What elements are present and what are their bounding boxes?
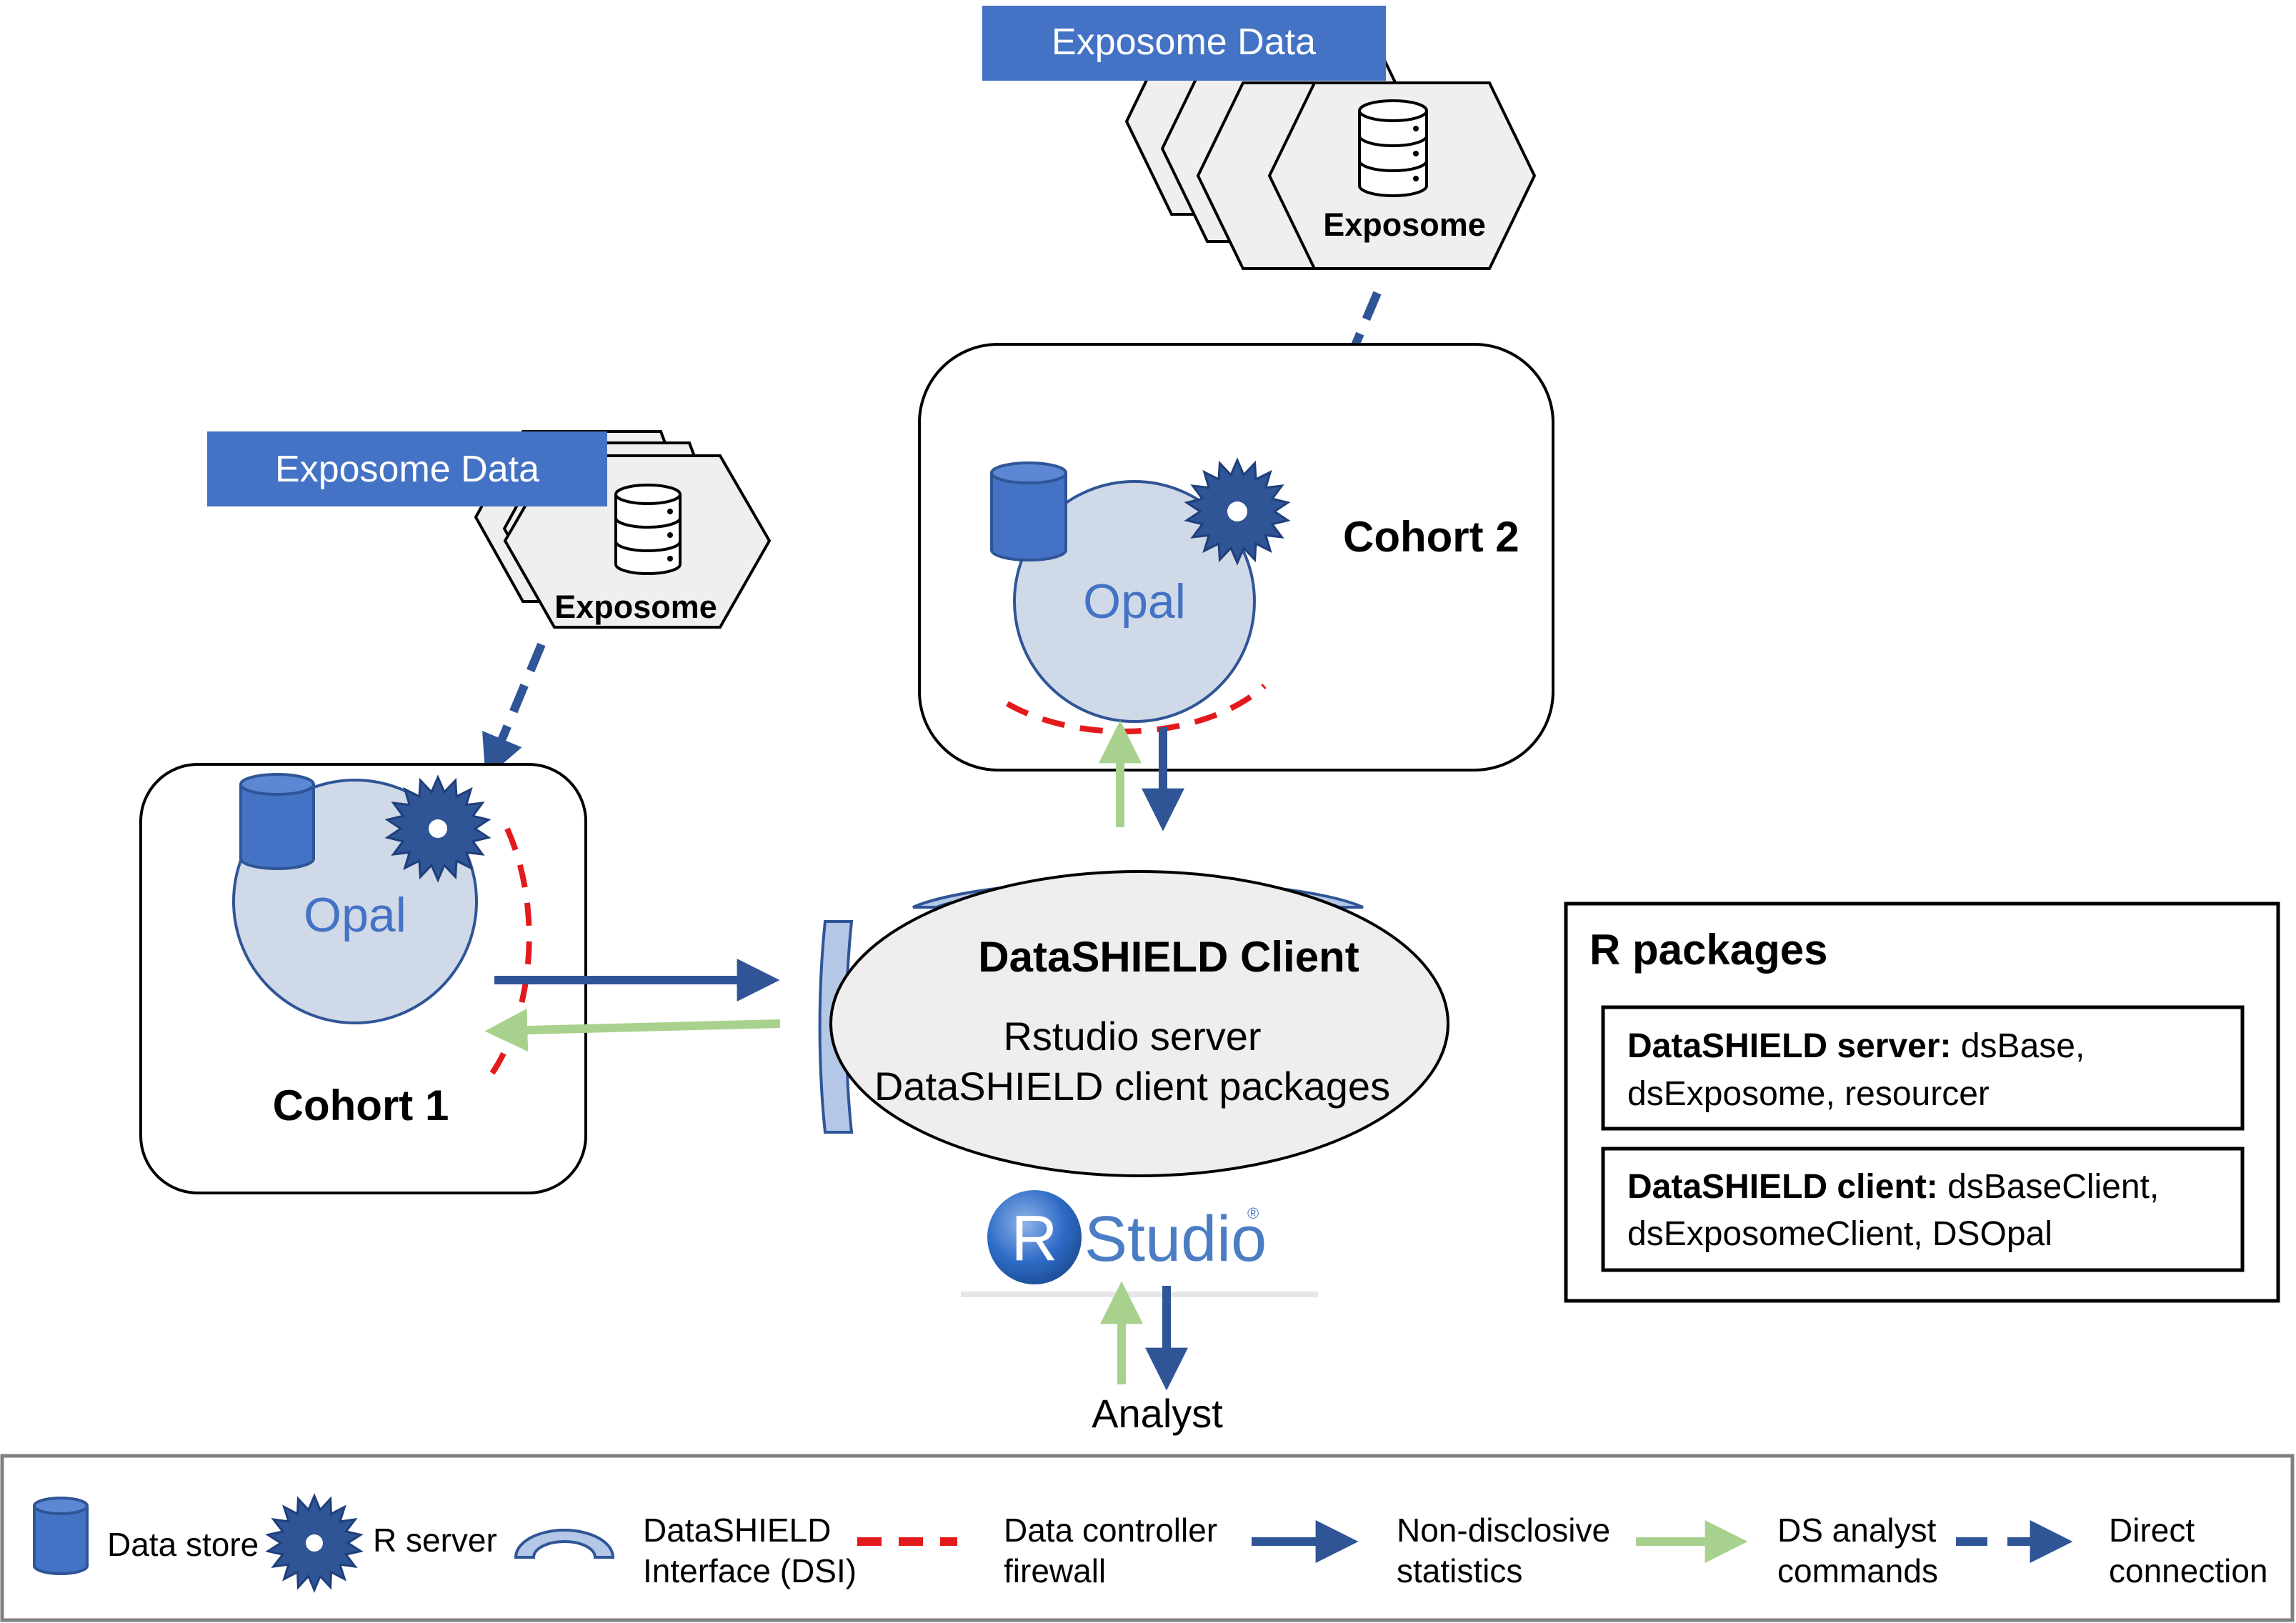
client-line2: DataSHIELD client packages	[874, 1064, 1390, 1109]
exposome-hex-label: Exposome	[1323, 206, 1486, 243]
server-packages-box	[1601, 1005, 2245, 1131]
client-packages-line1: DataSHIELD client: dsBaseClient,	[1627, 1168, 2159, 1206]
legend-dsi-line1: DataSHIELD	[643, 1512, 831, 1549]
datashield-client: DataSHIELD Client Rstudio server DataSHI…	[818, 870, 1449, 1177]
data-controller-firewall	[1006, 684, 1267, 734]
r-server-icon	[1184, 457, 1291, 566]
legend-statistics-line2: statistics	[1397, 1552, 1522, 1589]
cohort1-title: Cohort 1	[273, 1082, 449, 1129]
exposome-stack-top: Exposome Exposome Data	[982, 6, 1537, 270]
database-icon	[614, 484, 682, 575]
exposome-data-banner-label: Exposome Data	[275, 449, 539, 490]
legend-data-store-icon	[33, 1497, 89, 1575]
exposome-data-banner-label: Exposome Data	[1052, 21, 1316, 63]
opal-label: Opal	[304, 888, 406, 942]
rstudio-r-letter: R	[1012, 1203, 1058, 1274]
direct-connection-exposome-cohort1	[482, 642, 546, 779]
legend: Data store R server DataSHIELD Interface…	[0, 1454, 2295, 1622]
legend-r-server-icon	[265, 1493, 364, 1593]
rstudio-word: Studio	[1084, 1204, 1267, 1275]
rstudio-logo: R Studio ®	[961, 1190, 1318, 1297]
legend-direct-line1: Direct	[2109, 1512, 2195, 1549]
exposome-hex-label: Exposome	[554, 589, 717, 625]
legend-dsi-line2: Interface (DSI)	[643, 1552, 857, 1589]
analyst-label: Analyst	[1092, 1391, 1223, 1436]
exposome-data-banner	[207, 431, 607, 506]
legend-dsi-icon	[514, 1529, 615, 1559]
opal-label: Opal	[1083, 574, 1186, 629]
legend-data-store-label: Data store	[107, 1526, 259, 1563]
server-packages-line1: DataSHIELD server: dsBase,	[1627, 1027, 2085, 1065]
command-arrow-to-cohort1	[484, 1009, 781, 1052]
r-packages-box: R packages DataSHIELD server: dsBase, ds…	[1564, 902, 2280, 1303]
database-icon	[1358, 99, 1428, 197]
r-server-icon	[384, 774, 491, 883]
rstudio-reflection-bar	[961, 1292, 1318, 1297]
legend-statistics-line1: Non-disclosive	[1397, 1512, 1610, 1549]
data-controller-firewall	[483, 827, 532, 1084]
legend-firewall-line2: firewall	[1004, 1552, 1106, 1589]
server-packages-line2: dsExposome, resourcer	[1627, 1075, 1990, 1113]
legend-frame	[0, 1454, 2295, 1622]
data-store-icon	[239, 773, 315, 870]
client-packages-line2: dsExposomeClient, DSOpal	[1627, 1215, 2052, 1253]
exposome-stack-left: Exposome Exposome Data	[207, 430, 772, 629]
legend-r-server-label: R server	[373, 1522, 497, 1559]
r-ball-icon	[987, 1190, 1082, 1284]
cohort1-box: Opal Cohort 1	[139, 763, 587, 1194]
legend-commands-line2: commands	[1777, 1552, 1938, 1589]
client-ellipse	[829, 870, 1449, 1177]
data-store-icon	[990, 461, 1067, 561]
legend-commands-line1: DS analyst	[1777, 1512, 1937, 1549]
cohort2-title: Cohort 2	[1343, 513, 1519, 561]
client-packages-box	[1601, 1147, 2245, 1272]
legend-direct-line2: connection	[2109, 1552, 2268, 1589]
r-packages-title: R packages	[1589, 926, 1828, 974]
rstudio-registered-mark: ®	[1247, 1204, 1259, 1222]
exposome-data-banner	[982, 6, 1386, 81]
legend-firewall-line1: Data controller	[1004, 1512, 1217, 1549]
client-title: DataSHIELD Client	[978, 933, 1359, 981]
client-line1: Rstudio server	[1003, 1014, 1261, 1059]
cohort2-box: Opal Cohort 2	[918, 343, 1554, 771]
